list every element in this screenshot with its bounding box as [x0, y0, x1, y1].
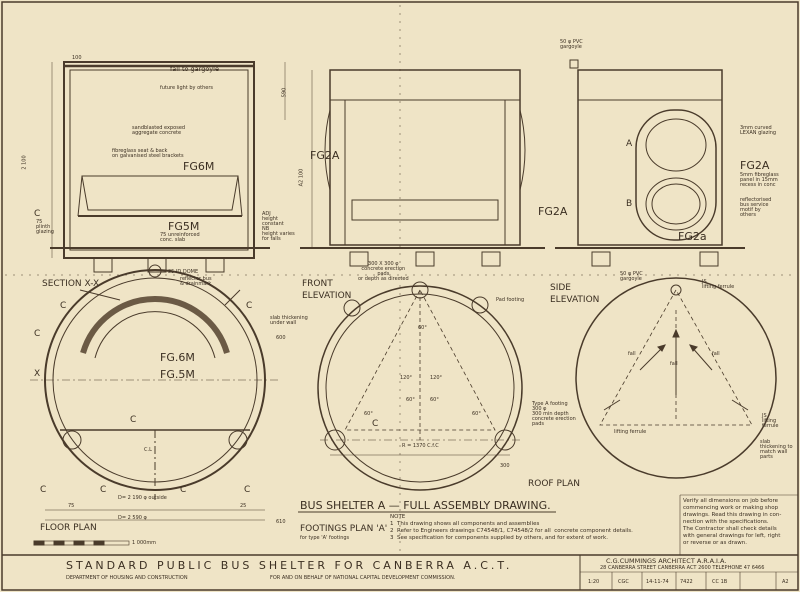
centre-line-label: C.L — [144, 447, 152, 453]
floor-fg5m-label: FG.5M — [160, 368, 195, 381]
side-b-label: B — [626, 199, 633, 209]
dim-2100-label: 2 100 — [21, 155, 28, 170]
dim-300-label: 300 — [500, 463, 510, 469]
side-elevation-title: SIDE ELEVATION — [550, 283, 600, 305]
angle-label: 60° — [418, 325, 427, 331]
lexan-glazing-label: 3mm curved LEXAN glazing — [740, 125, 777, 136]
side-pvc-label: 50 φ PVC gargoyle — [560, 39, 583, 50]
drawn-cell: CGC — [618, 579, 629, 585]
radius-label: R = 1370 C.f.C — [402, 443, 439, 449]
d-inside-label: D= 2 590 φ — [118, 515, 147, 521]
floor-plan-drawing — [30, 264, 280, 521]
dim-610-label: 610 — [276, 519, 286, 525]
sandblasted-label: sandblasted exposed aggregate concrete — [132, 125, 186, 136]
title-block-lines — [2, 494, 798, 590]
floor-plan-title: FLOOR PLAN — [40, 523, 97, 533]
dim-100-label: 100 — [72, 55, 82, 61]
dome-label: 25 ID DOME — [168, 269, 199, 275]
notes-block: NOTE 1 This drawing shows all components… — [390, 514, 633, 541]
d-outside-label: D= 2 190 φ outside — [118, 495, 167, 501]
slab-thickening-label: slab thickening under wall — [270, 315, 308, 326]
floor-c-label: C — [246, 301, 253, 311]
side-fg2a-low-label: FG2a — [678, 230, 707, 243]
front-fg2a-right-label: FG2A — [538, 205, 568, 218]
scale-cell: 1:20 — [588, 579, 600, 585]
floor-c-label: C — [40, 485, 47, 495]
lifting-ferrule-top-label: JS lifting ferrule — [702, 279, 735, 290]
lifting-ferrule-right-label: JS lifting ferrule — [762, 413, 779, 429]
slab-thickening-roof-label: slab thickening to match wall parts — [760, 439, 793, 460]
fall-label: fall — [670, 361, 678, 367]
section-xx-drawing — [50, 61, 286, 273]
footings-plan-drawing — [317, 281, 523, 491]
footings-subtitle: for type 'A' footings — [300, 535, 350, 541]
footings-plan-title: FOOTINGS PLAN 'A' — [300, 524, 388, 534]
unreinforced-slab-label: 75 unreinforced conc. slab — [160, 232, 200, 243]
front-elevation-title: FRONT ELEVATION — [302, 279, 352, 301]
dim-a2100-label: A2 100 — [298, 168, 305, 187]
pad-footing-label: Pad footing — [496, 297, 525, 303]
section-marker-x: X — [34, 369, 41, 379]
revision-cell: A2 — [782, 579, 789, 585]
architect-address: 28 CANBERRA STREET CANBERRA ACT 2600 TEL… — [600, 565, 765, 571]
roof-plan-drawing — [575, 277, 777, 479]
side-fg2a-label: FG2A — [740, 159, 770, 172]
angle-label: 60° — [406, 397, 415, 403]
floor-c-label: C — [100, 485, 107, 495]
reflectorised-label: reflectorised bus service motif by other… — [740, 197, 772, 218]
fg6m-section-label: FG6M — [183, 160, 215, 173]
fibreglass-panel-label: 5mm fibreglass panel in 15mm recess in c… — [740, 172, 779, 188]
floor-c-label: C — [180, 485, 187, 495]
angle-label: 120° — [430, 375, 443, 381]
section-c-label: C — [34, 209, 41, 219]
angle-label: 60° — [472, 411, 481, 417]
reflector-label: reflector bus & drainmark — [180, 276, 212, 287]
dim-75-label: 75 — [68, 503, 75, 509]
roof-pvc-label: 50 φ PVC gargoyle — [620, 271, 643, 282]
side-elevation-drawing — [555, 59, 745, 267]
department-label: DEPARTMENT OF HOUSING AND CONSTRUCTION — [66, 575, 188, 581]
plinth-label: 75 plinth glazing — [36, 219, 54, 235]
dim-600-label: 600 — [276, 335, 286, 341]
side-a-label: A — [626, 139, 633, 149]
footings-c-label: C — [372, 419, 379, 429]
front-elevation-drawing — [300, 69, 545, 267]
angle-label: 60° — [364, 411, 373, 417]
roof-plan-title: ROOF PLAN — [528, 479, 580, 489]
fall-label: fall — [712, 351, 720, 357]
fg5m-section-label: FG5M — [168, 220, 200, 233]
date-cell: 14-11-74 — [646, 579, 669, 585]
floor-c-label: C — [34, 329, 41, 339]
floor-c-label: C — [130, 415, 137, 425]
type-a-footing-label: Type A footing 300 φ 300 min depth concr… — [532, 401, 576, 427]
drawing-title: STANDARD PUBLIC BUS SHELTER FOR CANBERRA… — [66, 559, 513, 572]
dim-25-label: 25 — [240, 503, 247, 509]
seat-label: fibreglass seat & back on galvanised ste… — [112, 148, 184, 159]
erection-pads-label: 300 X 300 φ concrete erection pads or de… — [358, 261, 409, 282]
headline: BUS SHELTER A — FULL ASSEMBLY DRAWING. — [300, 499, 551, 512]
adj-height-label: ADJ height constant NB height varies for… — [262, 211, 295, 242]
behalf-label: FOR AND ON BEHALF OF NATIONAL CAPITAL DE… — [270, 575, 456, 581]
dim-590-label: 590 — [281, 87, 288, 98]
angle-label: 60° — [430, 397, 439, 403]
front-fg2a-label: FG2A — [310, 149, 340, 162]
spec-block: Verify all dimensions on job before comm… — [683, 498, 782, 546]
scale-bar-label: 1 000mm — [132, 540, 157, 546]
section-xx-title: SECTION X-X — [42, 279, 100, 289]
fall-label: fall — [628, 351, 636, 357]
floor-c-label: C — [60, 301, 67, 311]
floor-c-label: C — [244, 485, 251, 495]
scale-bar — [33, 540, 130, 546]
future-light-label: future light by others — [160, 85, 213, 91]
architect-label: C.G.CUMMINGS ARCHITECT A.R.A.I.A. — [606, 557, 727, 565]
job-cell: 7422 — [680, 579, 693, 585]
angle-label: 120° — [400, 375, 413, 381]
fall-to-gargoyle-label: fall to gargoyle — [170, 65, 219, 73]
floor-fg6m-label: FG.6M — [160, 351, 195, 364]
sheet-cell: CC 1B — [712, 579, 728, 585]
lifting-ferrule-left-label: lifting ferrule — [614, 429, 647, 435]
